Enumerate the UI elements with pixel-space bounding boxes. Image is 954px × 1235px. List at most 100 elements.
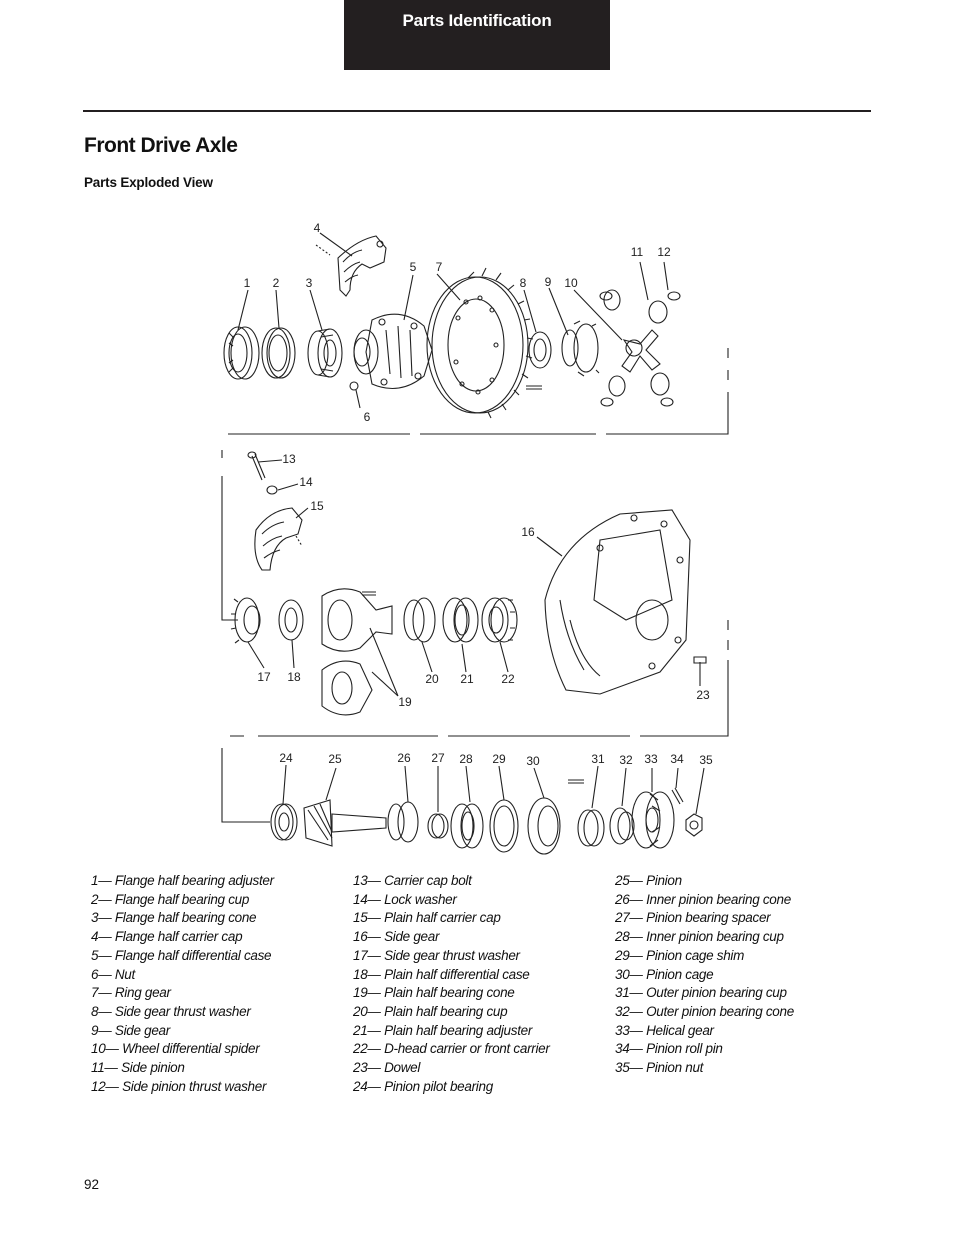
callout-label: 5 — [410, 260, 417, 274]
callout-label: 34 — [670, 752, 684, 766]
callout-label: 17 — [257, 670, 271, 684]
legend-item: 30— Pinion cage — [615, 966, 714, 982]
callout-label: 16 — [521, 525, 535, 539]
inner-pinion-bearing-cup-drawing — [450, 803, 484, 849]
legend-item: 2— Flange half bearing cup — [91, 891, 250, 907]
legend-item: 23— Dowel — [353, 1060, 421, 1076]
callout-label: 11 — [631, 245, 644, 259]
legend-item: 16— Side gear — [353, 929, 440, 945]
legend-item: 27— Pinion bearing spacer — [615, 910, 771, 926]
callout-label: 10 — [564, 276, 578, 290]
callout-label: 15 — [310, 499, 324, 513]
callout-label: 29 — [492, 752, 506, 766]
side-gear-thrust-washer-plain-drawing — [278, 599, 304, 641]
legend-item: 14— Lock washer — [353, 891, 457, 907]
callout-label: 20 — [425, 672, 439, 686]
legend-item: 26— Inner pinion bearing cone — [615, 891, 791, 907]
legend-item: 24— Pinion pilot bearing — [353, 1078, 493, 1094]
section-tab: Parts Identification — [344, 0, 610, 70]
flange-half-bearing-cone-drawing — [307, 328, 343, 378]
callout-label: 32 — [619, 753, 633, 767]
legend-item: 31— Outer pinion bearing cup — [615, 985, 787, 1001]
legend-item: 22— D-head carrier or front carrier — [353, 1041, 550, 1057]
ring-gear-drawing — [426, 267, 542, 419]
callout-label: 33 — [644, 752, 658, 766]
legend-column-3: 25— Pinion 26— Inner pinion bearing cone… — [615, 872, 794, 1078]
pinion-pilot-bearing-drawing — [270, 803, 298, 841]
callout-label: 27 — [431, 751, 445, 765]
legend-item: 9— Side gear — [91, 1022, 170, 1038]
legend-item: 19— Plain half bearing cone — [353, 985, 515, 1001]
plain-half-bearing-adjuster-drawing — [481, 597, 518, 643]
pinion-nut-drawing — [685, 813, 703, 837]
legend-item: 10— Wheel differential spider — [91, 1041, 260, 1057]
legend-item: 8— Side gear thrust washer — [91, 1003, 251, 1019]
callout-label: 4 — [314, 221, 321, 235]
pinion-roll-pin-drawing — [671, 787, 684, 805]
legend-item: 29— Pinion cage shim — [615, 947, 745, 963]
legend-column-2: 13— Carrier cap bolt 14— Lock washer 15—… — [353, 872, 550, 1096]
legend-item: 12— Side pinion thrust washer — [91, 1078, 267, 1094]
callout-label: 24 — [279, 751, 293, 765]
callout-label: 1 — [244, 276, 251, 290]
side-gear-drawing — [561, 320, 600, 377]
callout-label: 22 — [501, 672, 515, 686]
outer-pinion-bearing-cup-drawing — [577, 809, 605, 847]
callout-label: 7 — [436, 260, 443, 274]
legend-item: 18— Plain half differential case — [353, 966, 530, 982]
carrier-cap-bolt-drawing — [247, 451, 266, 481]
callout-label: 21 — [460, 672, 474, 686]
legend-item: 3— Flange half bearing cone — [91, 910, 257, 926]
pinion-bearing-spacer-drawing — [427, 813, 449, 839]
header-rule — [83, 110, 871, 112]
legend-item: 6— Nut — [91, 966, 135, 982]
pinion-cage-drawing — [527, 779, 584, 855]
legend-item: 4— Flange half carrier cap — [91, 929, 243, 945]
plain-half-differential-case-drawing — [321, 588, 393, 716]
callout-label: 14 — [299, 475, 313, 489]
callout-label: 25 — [328, 752, 342, 766]
flange-half-differential-case-drawing — [349, 313, 433, 391]
legend-item: 33— Helical gear — [615, 1022, 714, 1038]
side-pinion-thrust-washer-drawing — [599, 291, 681, 407]
callout-label: 18 — [287, 670, 301, 684]
callout-label: 23 — [696, 688, 710, 702]
section-tab-label: Parts Identification — [402, 11, 552, 30]
outer-pinion-bearing-cone-drawing — [609, 807, 635, 845]
legend-item: 1— Flange half bearing adjuster — [91, 873, 274, 888]
flange-half-bearing-adjuster-drawing — [223, 326, 260, 380]
legend-item: 32— Outer pinion bearing cone — [615, 1003, 794, 1019]
side-gear-thrust-washer-drawing — [528, 331, 552, 369]
legend-item: 15— Plain half carrier cap — [353, 910, 501, 926]
callout-label: 6 — [364, 410, 371, 424]
callout-label: 12 — [657, 245, 671, 259]
legend-column-1: 1— Flange half bearing adjuster 2— Flang… — [91, 872, 274, 1096]
page-title: Front Drive Axle — [84, 134, 238, 157]
callout-label: 19 — [398, 695, 412, 709]
callout-label: 28 — [459, 752, 473, 766]
plain-half-bearing-cup-drawing — [442, 597, 479, 643]
lock-washer-drawing — [266, 485, 278, 495]
callout-label: 9 — [545, 275, 552, 289]
callout-label: 30 — [526, 754, 540, 768]
callout-label: 8 — [520, 276, 527, 290]
wheel-differential-spider-drawing — [621, 329, 661, 373]
legend-item: 5— Flange half differential case — [91, 947, 272, 963]
inner-pinion-bearing-cone-drawing — [387, 801, 419, 843]
plain-half-carrier-cap-drawing — [254, 507, 303, 571]
legend-item: 13— Carrier cap bolt — [353, 873, 472, 888]
plain-half-bearing-cone-drawing — [403, 597, 436, 643]
page-number: 92 — [84, 1177, 100, 1192]
flange-half-carrier-cap-drawing — [315, 235, 387, 297]
legend-item: 17— Side gear thrust washer — [353, 947, 520, 963]
callout-label: 35 — [699, 753, 713, 767]
pinion-drawing — [303, 799, 387, 847]
d-head-carrier-drawing — [544, 509, 707, 695]
page-subtitle: Parts Exploded View — [84, 175, 213, 190]
side-gear-plain-drawing — [230, 597, 261, 644]
legend-item: 28— Inner pinion bearing cup — [615, 929, 784, 945]
helical-gear-drawing — [631, 791, 675, 849]
callout-label: 31 — [591, 752, 605, 766]
